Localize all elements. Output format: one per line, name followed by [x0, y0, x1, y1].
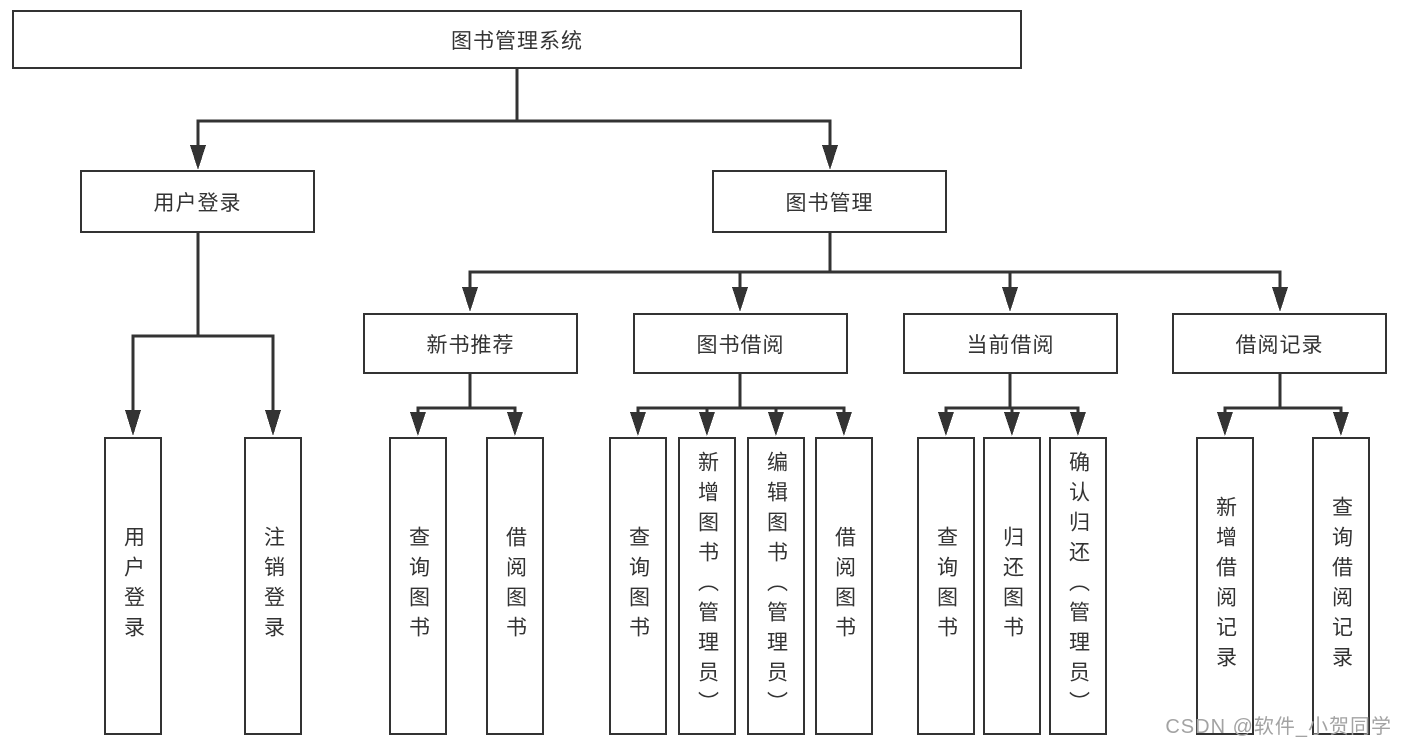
- leaf-return-books: 归还图书: [983, 437, 1041, 735]
- leaf-query-books-current: 查询图书: [917, 437, 975, 735]
- arrow-down-icon: [265, 410, 281, 436]
- node-user-login: 用户登录: [80, 170, 315, 233]
- leaf-query-books-recommend: 查询图书: [389, 437, 447, 735]
- arrow-down-icon: [1002, 287, 1018, 312]
- arrow-down-icon: [1217, 412, 1233, 436]
- leaf-logout: 注销登录: [244, 437, 302, 735]
- arrow-down-icon: [836, 412, 852, 436]
- watermark: CSDN @软件_小贺同学: [1165, 716, 1392, 738]
- arrow-down-icon: [1004, 412, 1020, 436]
- node-borrowing-records: 借阅记录: [1172, 313, 1387, 374]
- arrow-down-icon: [1333, 412, 1349, 436]
- arrow-down-icon: [938, 412, 954, 436]
- arrow-down-icon: [630, 412, 646, 436]
- leaf-borrow-books: 借阅图书: [815, 437, 873, 735]
- node-current-borrowing: 当前借阅: [903, 313, 1118, 374]
- arrow-down-icon: [699, 412, 715, 436]
- arrowheads: [125, 145, 1349, 436]
- connector-segments: [131, 67, 1343, 416]
- node-root-system: 图书管理系统: [12, 10, 1022, 69]
- node-new-book-recommend: 新书推荐: [363, 313, 578, 374]
- arrow-down-icon: [410, 412, 426, 436]
- leaf-user-login: 用户登录: [104, 437, 162, 735]
- arrow-down-icon: [507, 412, 523, 436]
- leaf-edit-book-admin: 编辑图书（管理员）: [747, 437, 805, 735]
- leaf-confirm-return-admin: 确认归还（管理员）: [1049, 437, 1107, 735]
- leaf-add-book-admin: 新增图书（管理员）: [678, 437, 736, 735]
- arrow-down-icon: [1272, 287, 1288, 312]
- node-book-management: 图书管理: [712, 170, 947, 233]
- arrow-down-icon: [125, 410, 141, 436]
- leaf-query-borrow-record: 查询借阅记录: [1312, 437, 1370, 735]
- node-book-borrowing: 图书借阅: [633, 313, 848, 374]
- arrow-down-icon: [1070, 412, 1086, 436]
- leaf-add-borrow-record: 新增借阅记录: [1196, 437, 1254, 735]
- leaf-query-books-borrowing: 查询图书: [609, 437, 667, 735]
- arrow-down-icon: [190, 145, 206, 170]
- arrow-down-icon: [462, 287, 478, 312]
- arrow-down-icon: [768, 412, 784, 436]
- leaf-borrow-books-recommend: 借阅图书: [486, 437, 544, 735]
- arrow-down-icon: [732, 287, 748, 312]
- arrow-down-icon: [822, 145, 838, 170]
